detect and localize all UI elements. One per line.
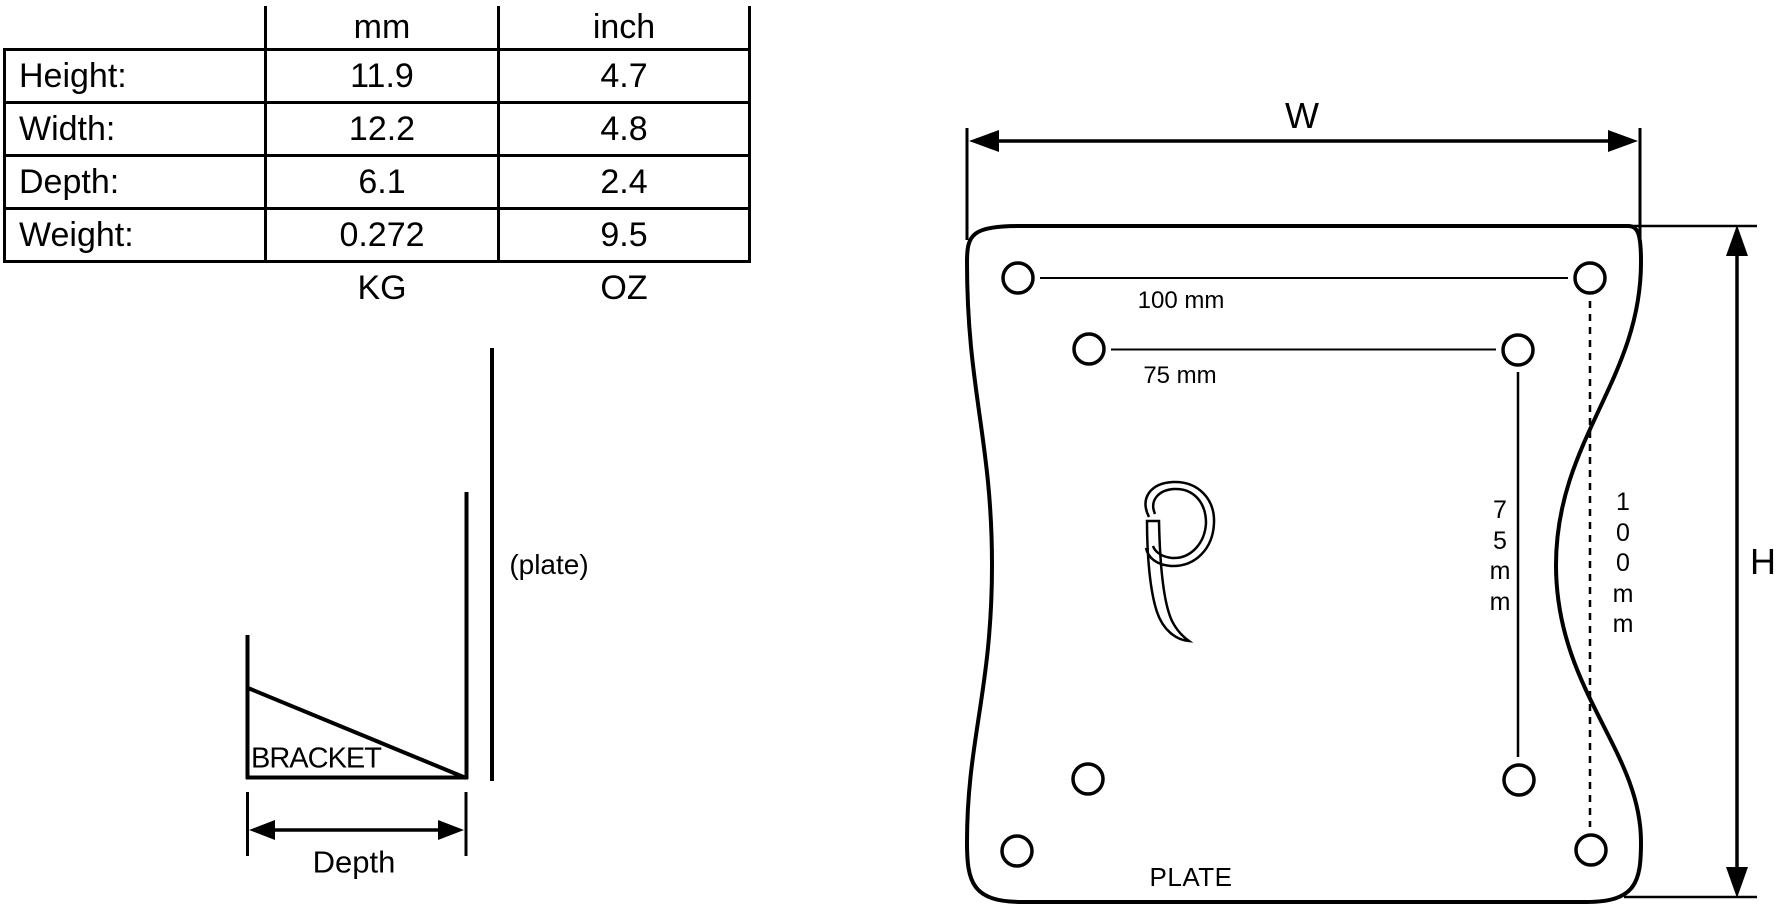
plate-outline [964,224,1644,904]
outer-hole-spacing-label: 100 mm [1137,287,1225,314]
p-logo-tail [1145,519,1194,643]
depth-arrowhead-right-icon [438,820,464,840]
table-header-row: mm inch [5,6,751,50]
row-inch-value: 2.4 [497,154,751,210]
width-arrowhead-right-icon [1608,130,1638,152]
inner-vertical-spacing-label: 7 5 m m [1489,496,1511,616]
row-mm-value: 11.9 [264,48,500,104]
row-mm-value: 12.2 [264,101,500,157]
footer-blank-cell [5,262,266,314]
header-blank-cell [5,6,266,50]
footer-oz-unit: OZ [600,268,648,307]
bracket-plate-note: (plate) [509,549,589,580]
row-mm-value: 6.1 [264,154,500,210]
row-mm-value: 0.272 [264,207,500,263]
hole-outer-bottom-right [1574,833,1608,867]
height-dimension-label: H [1750,541,1776,582]
table-row: Width: 12.2 4.8 [3,101,751,157]
plate-caption: PLATE [1149,862,1233,892]
height-arrowhead-bottom-icon [1726,867,1748,898]
width-dimension-label: W [1285,95,1319,136]
row-inch-value: 9.5 [497,207,751,263]
table-footer-row: KG OZ [5,262,750,314]
table-row: Weight: 0.272 9.5 [3,207,751,263]
row-label: Width: [3,101,267,157]
hole-inner-bottom-left [1071,762,1105,796]
p-logo-bowl-outer [1144,480,1216,568]
bracket-diagonal-line [247,686,467,780]
hole-outer-top-left [1001,261,1035,295]
row-label: Height: [3,48,267,104]
footer-kg-unit: KG [357,268,407,307]
bracket-figure [245,348,494,856]
depth-dimension-label: Depth [312,844,396,880]
plate-figure [964,128,1757,904]
hole-inner-top-right [1501,333,1535,367]
hole-inner-top-left [1072,332,1106,366]
p-logo-bowl-inner [1151,487,1208,560]
hole-outer-bottom-left [1000,834,1034,868]
hole-outer-top-right [1573,261,1607,295]
bracket-label: BRACKET [251,742,382,775]
hole-inner-bottom-right [1502,763,1536,797]
table-row: Height: 11.9 4.7 [3,48,751,104]
row-label: Weight: [3,207,267,263]
width-arrowhead-left-icon [969,130,999,152]
height-arrowhead-top-icon [1726,225,1748,256]
depth-arrowhead-left-icon [249,820,275,840]
table-row: Depth: 6.1 2.4 [3,154,751,210]
row-label: Depth: [3,154,267,210]
row-inch-value: 4.8 [497,101,751,157]
outer-vertical-spacing-label: 1 0 0 m m [1612,487,1634,638]
header-mm-cell: mm [264,6,499,50]
inner-hole-spacing-label: 75 mm [1143,362,1217,389]
p-logo-icon [1144,480,1216,643]
header-inch-cell: inch [497,6,751,50]
dimensions-table: mm inch Height: 11.9 4.7 Width: 12.2 4.8… [3,6,751,313]
row-inch-value: 4.7 [497,48,751,104]
